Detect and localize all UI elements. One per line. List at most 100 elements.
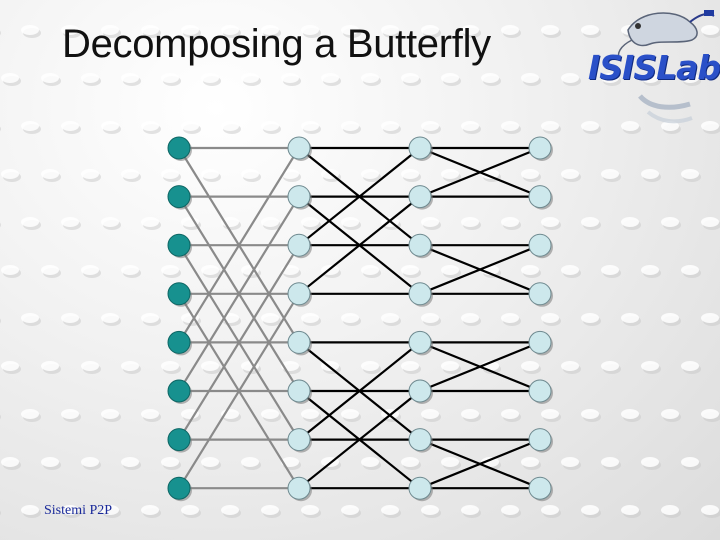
background-dot [421,121,439,131]
background-dot [101,121,119,131]
network-edge [418,146,542,198]
background-dot [361,457,379,467]
background-dot [141,121,159,131]
background-dot [701,217,719,227]
background-dot [461,409,479,419]
network-edge [297,195,422,295]
background-dot [561,169,579,179]
background-dot [601,361,619,371]
network-edge [418,438,542,490]
background-dot [241,73,259,83]
background-dot [141,313,159,323]
background-dot [581,121,599,131]
background-dot [701,505,719,515]
background-dot [501,121,519,131]
background-dot [621,217,639,227]
stage2-edges [297,146,422,490]
stage-node [528,233,552,257]
background-dot [421,313,439,323]
background-dot [121,73,139,83]
background-dot [641,361,659,371]
background-dot [481,457,499,467]
background-dot [261,505,279,515]
background-dot [421,25,439,35]
background-dot [681,265,699,275]
background-dot [241,169,259,179]
background-dot [641,169,659,179]
stage-node [287,476,311,500]
background-dot [541,121,559,131]
stage-node [408,330,432,354]
background-dot [361,169,379,179]
background-dot [401,73,419,83]
background-dot [401,265,419,275]
background-dot [701,409,719,419]
background-dot [261,25,279,35]
background-dot [81,73,99,83]
background-dot [421,409,439,419]
stage-node [408,379,432,403]
background-dot [401,361,419,371]
background-dot-shadow [0,510,1,516]
stage-node [287,233,311,257]
input-node [167,136,191,160]
background-dot [661,217,679,227]
background-dot [361,73,379,83]
background-dot [261,409,279,419]
background-dot [341,313,359,323]
background-dot [221,25,239,35]
background-dot [261,313,279,323]
input-node [167,233,191,257]
background-dot [141,409,159,419]
input-node [167,282,191,306]
background-dot [1,73,19,83]
network-edge [418,244,542,295]
background-dot [141,505,159,515]
background-dot [421,505,439,515]
background-dot [501,505,519,515]
stage3-edges [418,146,542,490]
background-dot [101,313,119,323]
background-dot [241,457,259,467]
background-dot [21,313,39,323]
input-node [167,428,191,452]
background-dot [581,25,599,35]
background-dot [1,265,19,275]
background-dot [641,457,659,467]
network-edge [418,341,542,393]
background-dot [561,73,579,83]
background-dot [121,265,139,275]
background-dot [621,313,639,323]
background-dot [541,313,559,323]
background-dot [461,313,479,323]
stage-node [287,282,311,306]
background-dot [161,169,179,179]
background-dot [301,121,319,131]
background-dot [701,25,719,35]
background-dot [521,265,539,275]
background-dot [381,313,399,323]
background-dot [181,505,199,515]
background-dot-shadow [0,126,1,132]
network-edge [177,292,301,490]
background-dot [441,73,459,83]
background-dot [541,217,559,227]
stage-node [408,136,432,160]
background-dot [281,73,299,83]
background-dot [441,361,459,371]
background-dot [101,217,119,227]
stage-node [528,428,552,452]
background-dot [701,121,719,131]
background-dot [521,361,539,371]
background-dot [601,169,619,179]
background-dot [121,457,139,467]
background-dot [461,121,479,131]
background-dot [581,505,599,515]
background-dot [461,505,479,515]
background-dot [661,121,679,131]
stage-node [408,476,432,500]
background-dot [681,457,699,467]
background-dot [481,169,499,179]
background-dot [461,25,479,35]
background-dot [561,457,579,467]
